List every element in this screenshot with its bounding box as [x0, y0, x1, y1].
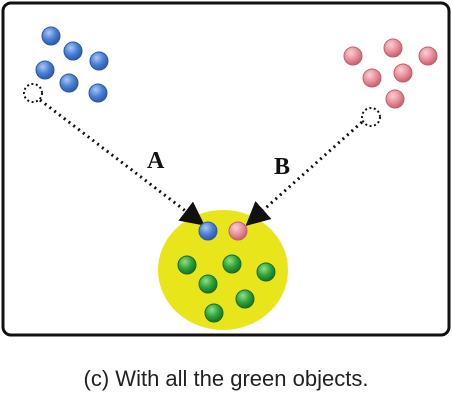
- pink-empty-slot: [361, 107, 381, 127]
- green-object: [235, 289, 255, 309]
- green-object: [256, 262, 276, 282]
- diagram-frame: [1, 1, 451, 337]
- blue-cluster: [23, 26, 109, 103]
- green-object: [198, 274, 218, 294]
- target-group: [177, 221, 276, 323]
- pink-object: [383, 38, 403, 58]
- pink-object: [418, 46, 438, 66]
- arrow-a-label: A: [147, 148, 165, 174]
- blue-object: [63, 41, 83, 61]
- arrow-b: [245, 120, 363, 226]
- green-object: [177, 255, 197, 275]
- pink-object: [343, 46, 363, 66]
- pink-object: [362, 68, 382, 88]
- target-ellipse: [158, 210, 288, 330]
- moved-blue-object: [198, 221, 218, 241]
- blue-object: [41, 26, 61, 46]
- blue-object: [35, 60, 55, 80]
- pink-cluster: [343, 38, 438, 127]
- pink-object: [385, 89, 405, 109]
- green-object: [222, 254, 242, 274]
- moved-pink-object: [228, 221, 248, 241]
- blue-object: [59, 73, 79, 93]
- diagram-figure: A B: [1, 1, 451, 337]
- figure-caption: (c) With all the green objects.: [83, 366, 369, 391]
- green-object: [204, 303, 224, 323]
- blue-object: [88, 83, 108, 103]
- pink-object: [393, 63, 413, 83]
- arrow-b-label: B: [274, 154, 290, 180]
- blue-object: [89, 51, 109, 71]
- blue-empty-slot: [23, 83, 43, 103]
